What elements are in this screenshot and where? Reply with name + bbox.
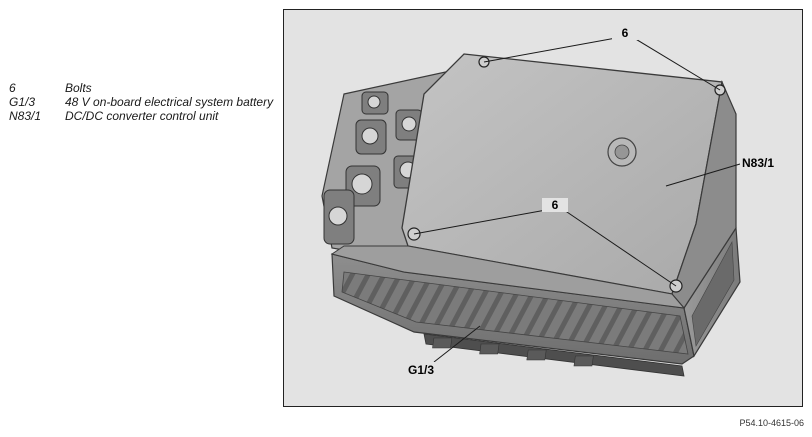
component-illustration: 6 6 N83/1 G1/3: [283, 9, 803, 407]
figure-reference-number: P54.10-4615-06: [739, 418, 804, 428]
component-drawing: 6 6 N83/1 G1/3: [321, 26, 784, 377]
legend-text: 48 V on-board electrical system battery: [65, 95, 274, 109]
legend-text: DC/DC converter control unit: [65, 109, 219, 123]
legend-list: 6 Bolts G1/3 48 V on-board electrical sy…: [9, 81, 279, 123]
dcdc-converter-cover: [330, 53, 737, 309]
callout-bg: [402, 362, 446, 376]
callout-bolts-middle: 6: [552, 198, 559, 212]
callout-bg: [612, 26, 638, 40]
legend-code: 6: [9, 81, 16, 95]
callout-leader-lines: [413, 37, 741, 363]
callout-battery: G1/3: [408, 363, 434, 377]
callout-bg: [542, 198, 568, 212]
callout-bg: [740, 156, 784, 170]
legend-item-bolts: 6 Bolts: [9, 81, 279, 95]
legend-code: N83/1: [9, 109, 42, 123]
callout-converter: N83/1: [742, 156, 774, 170]
legend-code: G1/3: [9, 95, 36, 109]
legend-text: Bolts: [65, 81, 92, 95]
callout-bolts-top: 6: [622, 26, 629, 40]
legend-item-converter: N83/1 DC/DC converter control unit: [9, 109, 279, 123]
legend-item-battery: G1/3 48 V on-board electrical system bat…: [9, 95, 279, 109]
